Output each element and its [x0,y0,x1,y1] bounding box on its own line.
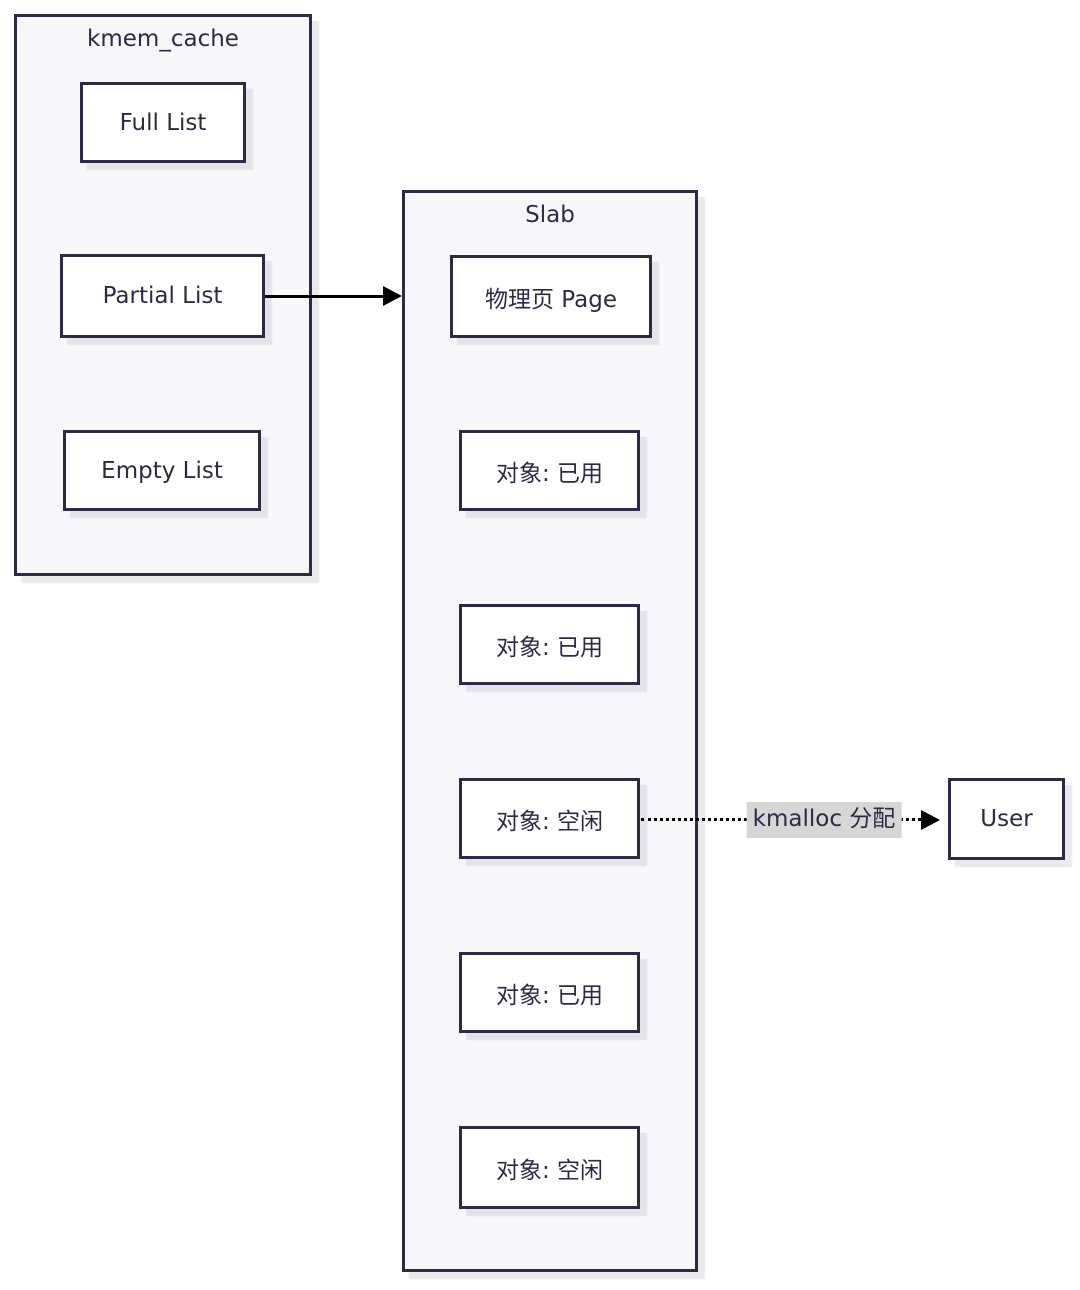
slab-container: Slab 物理页 Page 对象: 已用 对象: 已用 对象: 空闲 对象: 已… [402,190,698,1272]
kmem-cache-title: kmem_cache [87,26,239,52]
kmem-cache-container: kmem_cache Full List Partial List Empty … [14,14,312,576]
object-free-node-2: 对象: 空闲 [459,1126,640,1209]
partial-to-slab-arrowhead-icon [383,286,402,306]
empty-list-node: Empty List [63,430,261,511]
object-used-node-2: 对象: 已用 [459,604,640,685]
slab-title: Slab [525,202,575,228]
partial-list-node: Partial List [60,254,265,338]
object-used-node-1: 对象: 已用 [459,430,640,511]
object-used-node-3: 对象: 已用 [459,952,640,1033]
user-node: User [948,778,1065,860]
physical-page-node: 物理页 Page [450,255,652,338]
kmalloc-arrowhead-icon [921,810,940,830]
partial-to-slab-arrow-line [265,295,385,298]
object-free-node-1: 对象: 空闲 [459,778,640,859]
full-list-node: Full List [80,82,246,163]
kmalloc-arrow-label: kmalloc 分配 [746,802,902,838]
